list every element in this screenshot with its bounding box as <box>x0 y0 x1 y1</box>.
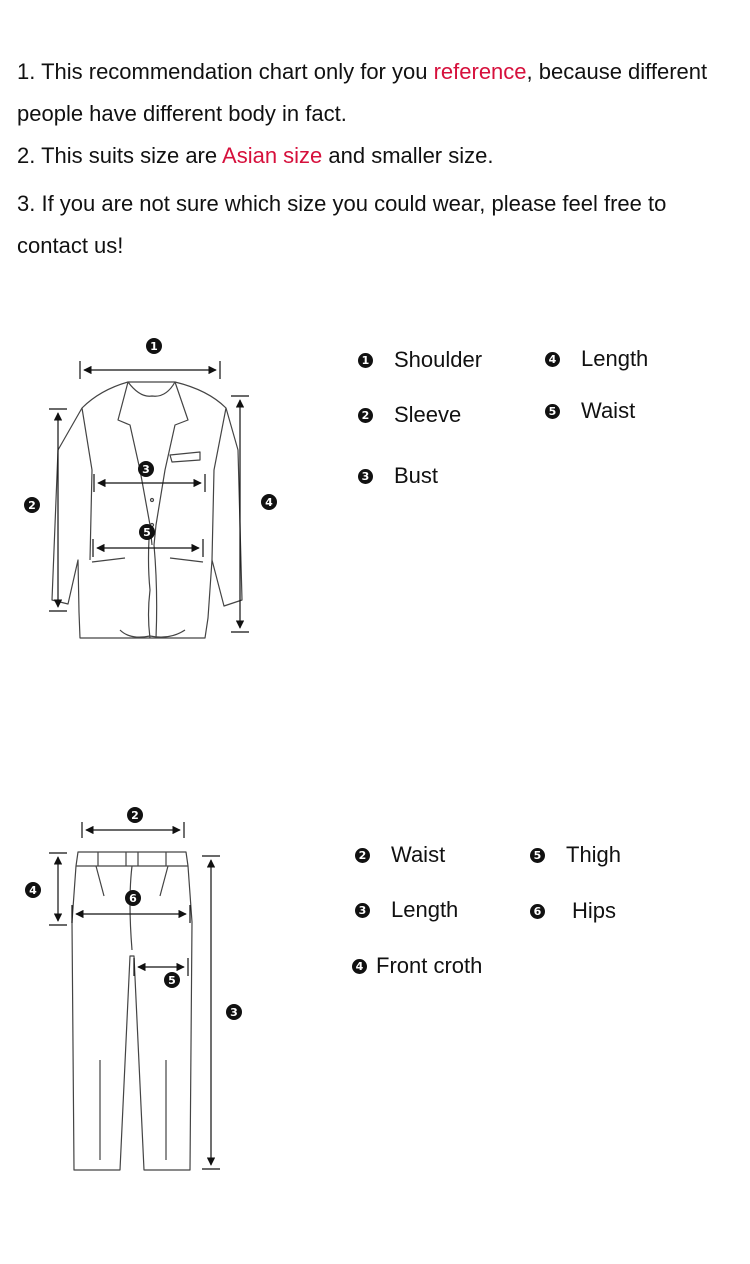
number-badge-icon: 3 <box>358 468 373 484</box>
number-badge-icon: 6 <box>530 903 545 919</box>
legend-label: Waist <box>581 398 636 423</box>
number-badge-icon: 5 <box>530 847 545 863</box>
jacket-drawing: 1 2 3 4 5 <box>24 338 277 639</box>
marker-number: 5 <box>143 526 151 539</box>
jacket-marker-4: 4 <box>261 494 277 510</box>
note-text: 3. If you are not sure which size you co… <box>17 191 667 258</box>
marker-number: 3 <box>230 1006 238 1019</box>
pants-legend-length: 3 Length <box>355 897 458 923</box>
pants-marker-3: 3 <box>226 1004 242 1020</box>
jacket-legend-shoulder: 1 Shoulder <box>358 347 482 373</box>
marker-number: 2 <box>131 809 139 822</box>
number-badge-icon: 1 <box>358 352 373 368</box>
pants-diagram: 2 3 4 5 6 <box>0 800 320 1180</box>
jacket-legend-bust: 3 Bust <box>358 463 438 489</box>
jacket-legend-length: 4 Length <box>545 346 648 372</box>
note-text: , because different people have differen… <box>17 59 708 126</box>
pants-drawing: 2 3 4 5 6 <box>25 807 242 1171</box>
jacket-diagram: 1 2 3 4 5 <box>0 330 320 650</box>
number-badge-icon: 2 <box>355 847 370 863</box>
legend-label: Hips <box>572 898 617 923</box>
note-text: 1. This recommendation chart only for yo… <box>17 59 434 84</box>
pants-legend-hips: 6 Hips <box>530 898 616 924</box>
legend-label: Sleeve <box>394 402 462 427</box>
pants-marker-6: 6 <box>125 890 141 906</box>
pants-marker-4: 4 <box>25 882 41 898</box>
asian-size-highlight: Asian size <box>222 143 323 168</box>
legend-label: Waist <box>391 842 446 867</box>
marker-number: 4 <box>29 884 37 897</box>
number-badge-icon: 3 <box>355 902 370 918</box>
jacket-marker-5: 5 <box>139 524 155 540</box>
jacket-marker-3: 3 <box>138 461 154 477</box>
number-badge-icon: 5 <box>545 403 560 419</box>
legend-label: Thigh <box>566 842 622 867</box>
legend-label: Length <box>581 346 649 371</box>
pants-marker-2: 2 <box>127 807 143 823</box>
pants-legend-waist: 2 Waist <box>355 842 445 868</box>
number-badge-icon: 4 <box>352 958 367 974</box>
number-badge-icon: 4 <box>545 351 560 367</box>
jacket-legend-waist: 5 Waist <box>545 398 635 424</box>
note-contact: 3. If you are not sure which size you co… <box>17 183 732 267</box>
pants-dimension-lines <box>49 822 220 1170</box>
note-reference: 1. This recommendation chart only for yo… <box>17 51 732 135</box>
reference-highlight: reference <box>433 59 527 84</box>
legend-label: Shoulder <box>394 347 483 372</box>
marker-number: 2 <box>28 499 36 512</box>
pants-marker-5: 5 <box>164 972 180 988</box>
marker-number: 3 <box>142 463 150 476</box>
note-text: and smaller size. <box>322 143 494 168</box>
legend-label: Length <box>391 897 459 922</box>
note-asian-size: 2. This suits size are Asian size and sm… <box>17 135 732 177</box>
jacket-dimension-lines <box>49 361 249 633</box>
marker-number: 6 <box>129 892 137 905</box>
number-badge-icon: 2 <box>358 407 373 423</box>
marker-number: 5 <box>168 974 176 987</box>
jacket-legend-sleeve: 2 Sleeve <box>358 402 461 428</box>
marker-number: 1 <box>150 340 158 353</box>
pants-legend-front-croth: 4 Front croth <box>352 953 482 979</box>
jacket-marker-1: 1 <box>146 338 162 354</box>
note-text: 2. This suits size are <box>17 143 223 168</box>
jacket-outline <box>51 381 243 639</box>
marker-number: 4 <box>265 496 273 509</box>
pants-legend-thigh: 5 Thigh <box>530 842 621 868</box>
legend-label: Front croth <box>376 953 483 978</box>
legend-label: Bust <box>394 463 439 488</box>
jacket-marker-2: 2 <box>24 497 40 513</box>
